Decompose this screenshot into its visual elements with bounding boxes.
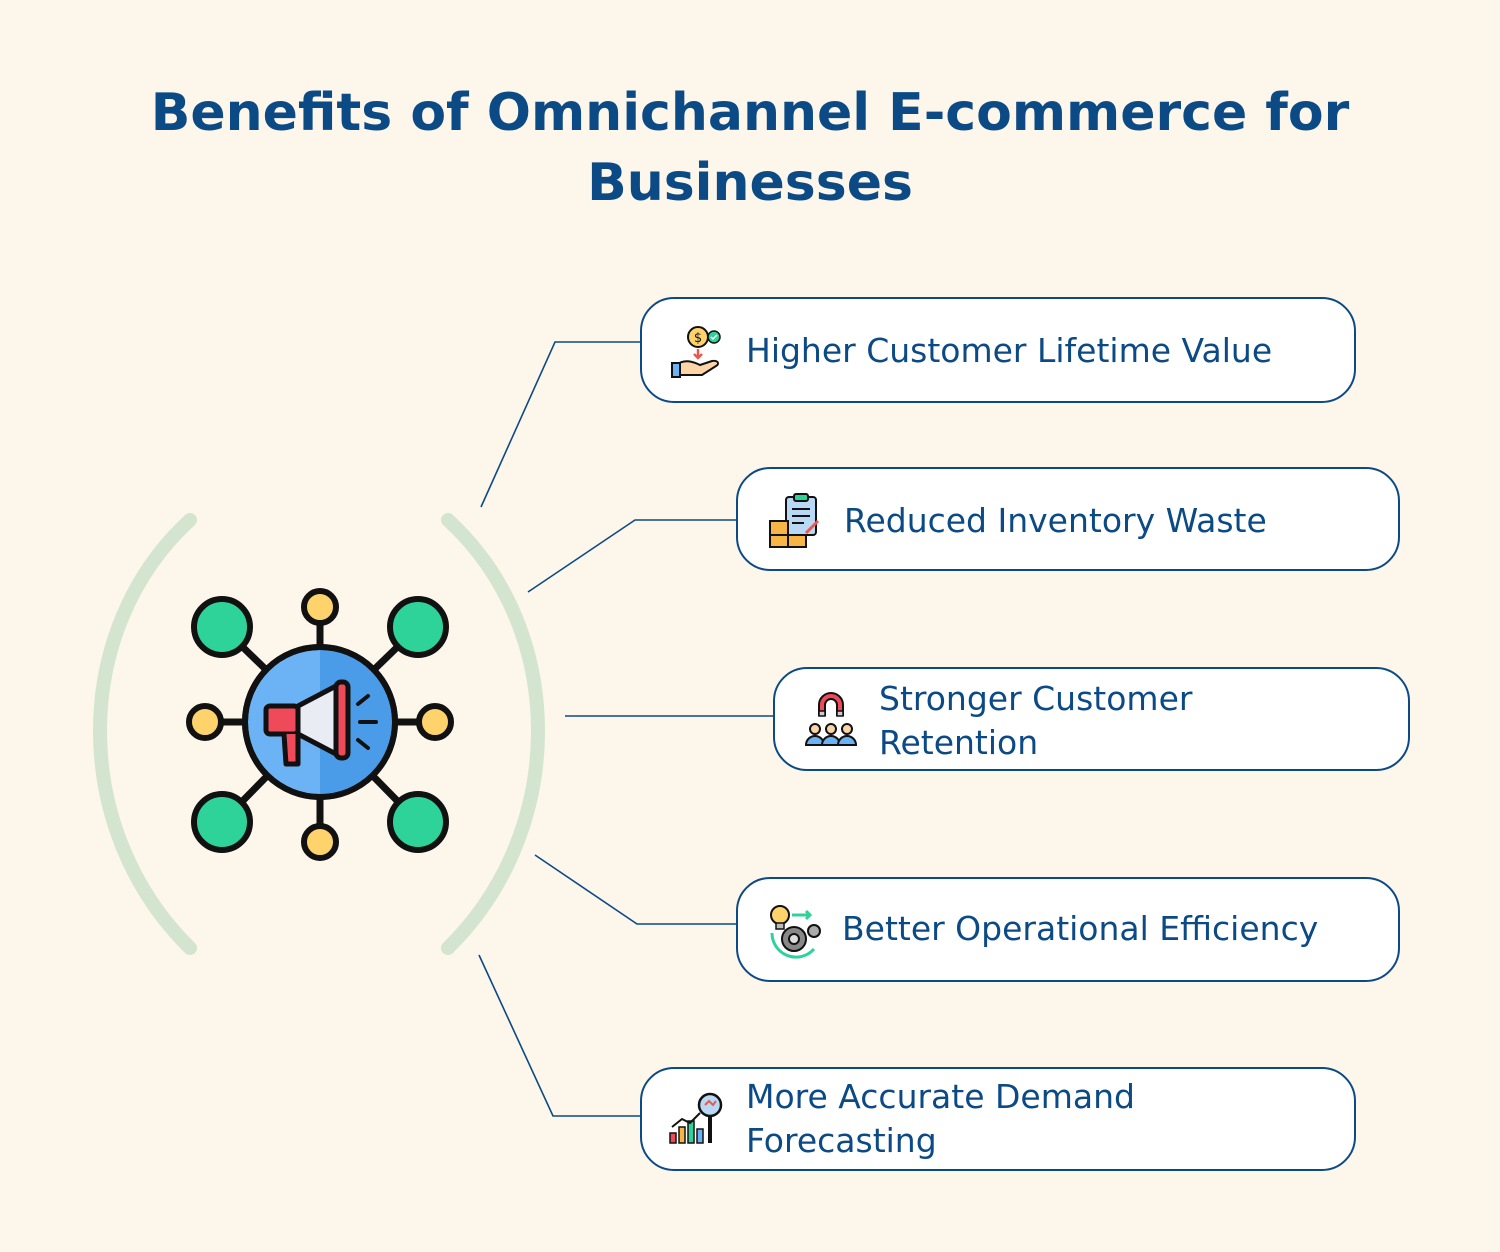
benefit-label-2: Reduced Inventory Waste [844, 501, 1267, 540]
benefit-label-1: Higher Customer Lifetime Value [746, 331, 1273, 370]
benefit-label-5-line1: More Accurate Demand [746, 1077, 1135, 1116]
benefit-card-lifetime-value: $ Higher Customer Lifetime Value [640, 297, 1356, 403]
connector-1 [480, 341, 640, 508]
benefit-label-3-line2: Retention [879, 723, 1039, 762]
connector-2 [527, 519, 736, 593]
benefit-label-4: Better Operational Efficiency [842, 909, 1319, 948]
money-hand-icon: $ [671, 326, 721, 378]
benefit-card-efficiency: Better Operational Efficiency [736, 877, 1400, 982]
benefit-card-forecasting: More Accurate Demand Forecasting [640, 1067, 1356, 1171]
right-bracket [441, 513, 545, 955]
chart-magnifier-icon [669, 1092, 723, 1144]
inventory-clipboard-icon [769, 493, 820, 548]
megaphone-network-icon [186, 588, 454, 861]
gear-idea-icon [770, 905, 821, 959]
connector-4 [534, 854, 736, 925]
svg-text:$: $ [694, 331, 702, 346]
connector-5 [478, 954, 640, 1117]
benefit-label-3-line1: Stronger Customer [879, 679, 1193, 718]
benefit-card-retention: Stronger Customer Retention [773, 667, 1410, 771]
title-line-1: Benefits of Omnichannel E-commerce for [150, 83, 1350, 143]
benefit-card-inventory-waste: Reduced Inventory Waste [736, 467, 1400, 571]
left-bracket [93, 513, 197, 955]
page-title: Benefits of Omnichannel E-commerce for B… [0, 78, 1500, 218]
benefit-label-5-line2: Forecasting [746, 1121, 937, 1160]
title-line-2: Businesses [587, 153, 913, 213]
magnet-customers-icon [804, 692, 858, 746]
